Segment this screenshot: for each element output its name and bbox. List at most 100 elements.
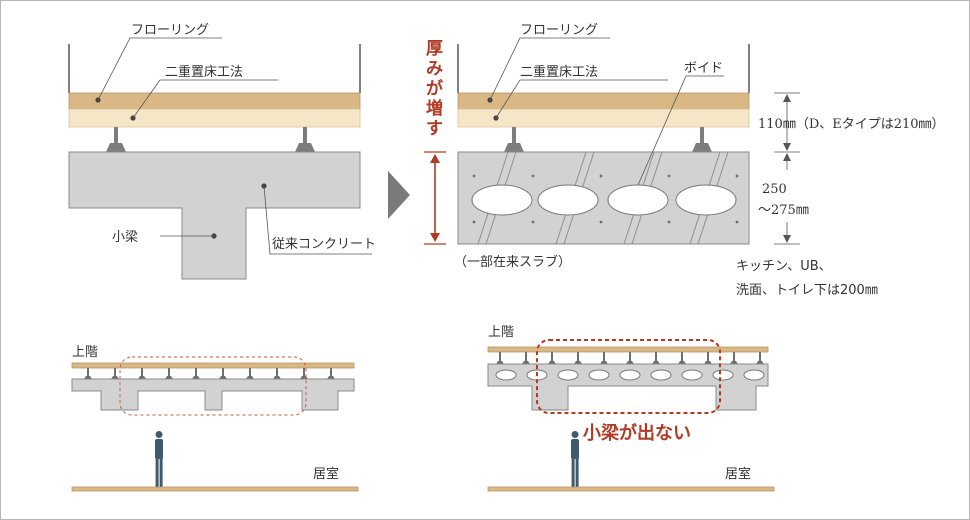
conventional-concrete-slab — [68, 151, 361, 280]
slab-dimension-line-2: 〜275㎜ — [758, 203, 809, 218]
flooring-label: フローリング — [520, 23, 598, 38]
subfloor-layer — [457, 108, 750, 128]
person-figure — [571, 431, 579, 487]
pedestal-base — [626, 361, 634, 364]
pedestal-stem — [733, 352, 735, 361]
dimension-floor — [774, 92, 800, 153]
dimension-slab — [774, 153, 800, 245]
room-floor-line — [71, 486, 359, 492]
void-slab-room-section: 上階 小梁が出ない 居室 — [487, 325, 775, 492]
subfloor-layer — [68, 108, 361, 128]
thickness-note-char-3: が — [426, 78, 443, 99]
upper-floor-label: 上階 — [72, 345, 98, 360]
conventional-section: フローリング 二重置床工法 小梁 従来コンクリート — [68, 23, 376, 280]
upper-flooring-layer — [71, 362, 355, 369]
void-3 — [607, 184, 669, 216]
pedestal-stem — [330, 368, 332, 376]
floor-height-dimension: 110㎜（D、Eタイプは210㎜） — [758, 117, 945, 132]
void-2 — [537, 184, 599, 216]
thickness-note-char-1: 厚 — [426, 39, 443, 59]
pedestal-base — [704, 361, 712, 364]
dim-arrow-down-icon — [783, 235, 791, 243]
no-beam-highlight-outline — [536, 339, 721, 414]
dim-arrow-down-icon — [783, 143, 791, 151]
kitchen-note-line-1: キッチン、UB、 — [736, 259, 832, 274]
pedestal-stem — [629, 352, 631, 361]
pedestal-base — [678, 361, 686, 364]
red-arrow-down-icon — [430, 233, 440, 242]
pedestal-base — [574, 361, 582, 364]
pedestal-stem — [603, 352, 605, 361]
thickness-note-char-5: す — [426, 119, 443, 139]
pedestal-base — [84, 376, 92, 379]
pedestal-base — [522, 361, 530, 364]
slab-voids — [495, 369, 765, 381]
pedestal-stem — [249, 368, 251, 376]
pedestal-stem — [114, 368, 116, 376]
pedestal-base — [192, 376, 200, 379]
red-arrow-up-icon — [430, 154, 440, 163]
slab-rebar-dots — [472, 174, 739, 224]
pedestal-right — [692, 127, 712, 152]
pedestal-base — [600, 361, 608, 364]
void-4 — [675, 184, 737, 216]
pedestal-stem — [276, 368, 278, 376]
room-label: 居室 — [725, 466, 751, 482]
beam-slab — [71, 378, 355, 411]
pedestal-stem — [141, 368, 143, 376]
slab-dimension-line-1: 250 — [762, 182, 787, 197]
pedestal-base — [138, 376, 146, 379]
pedestal-base — [165, 376, 173, 379]
pedestal-base — [111, 376, 119, 379]
partial-slab-note: （一部在来スラブ） — [454, 254, 571, 270]
pedestal-stem — [681, 352, 683, 361]
pedestal-stem — [655, 352, 657, 361]
room-label: 居室 — [313, 466, 339, 482]
room-floor-line — [487, 486, 775, 492]
conventional-room-section: 上階 居室 — [71, 345, 359, 492]
upper-flooring-layer — [487, 346, 769, 353]
pedestal-stem — [525, 352, 527, 361]
pedestal-stem — [551, 352, 553, 361]
pedestal-base — [496, 361, 504, 364]
floor-pedestals — [496, 352, 764, 364]
void-label: ボイド — [684, 61, 723, 76]
flooring-label: フローリング — [131, 23, 209, 38]
pedestal-stem — [759, 352, 761, 361]
kitchen-note-line-2: 洗面、トイレ下は200㎜ — [736, 283, 878, 298]
beam-highlight-outline — [119, 356, 307, 416]
void-1 — [471, 184, 533, 216]
pedestal-base — [219, 376, 227, 379]
small-void — [495, 369, 517, 381]
pedestal-stem — [87, 368, 89, 376]
double-floor-label: 二重置床工法 — [520, 64, 598, 80]
pedestal-base — [327, 376, 335, 379]
small-void — [681, 369, 703, 381]
transition-arrow-icon — [388, 171, 410, 219]
floor-pedestals — [84, 368, 335, 379]
thickness-note-char-2: み — [426, 59, 443, 79]
small-void — [743, 369, 765, 381]
pedestal-base — [246, 376, 254, 379]
pedestal-stem — [168, 368, 170, 376]
double-floor-label: 二重置床工法 — [165, 64, 243, 80]
pedestal-base — [548, 361, 556, 364]
upper-floor-label: 上階 — [488, 325, 514, 340]
pedestal-stem — [577, 352, 579, 361]
small-void — [557, 369, 579, 381]
thickness-note-char-4: 増 — [426, 98, 443, 119]
pedestal-base — [273, 376, 281, 379]
pedestal-base — [730, 361, 738, 364]
void-slab-section: 厚 み が 増 す — [424, 23, 945, 298]
pedestal-stem — [222, 368, 224, 376]
pedestal-right — [295, 127, 315, 152]
person-figure — [155, 431, 163, 487]
dim-arrow-up-icon — [783, 94, 791, 102]
pedestal-stem — [499, 352, 501, 361]
beam-label: 小梁 — [112, 230, 138, 245]
small-void — [650, 369, 672, 381]
pedestal-left — [504, 127, 524, 152]
flooring-layer — [68, 92, 361, 110]
